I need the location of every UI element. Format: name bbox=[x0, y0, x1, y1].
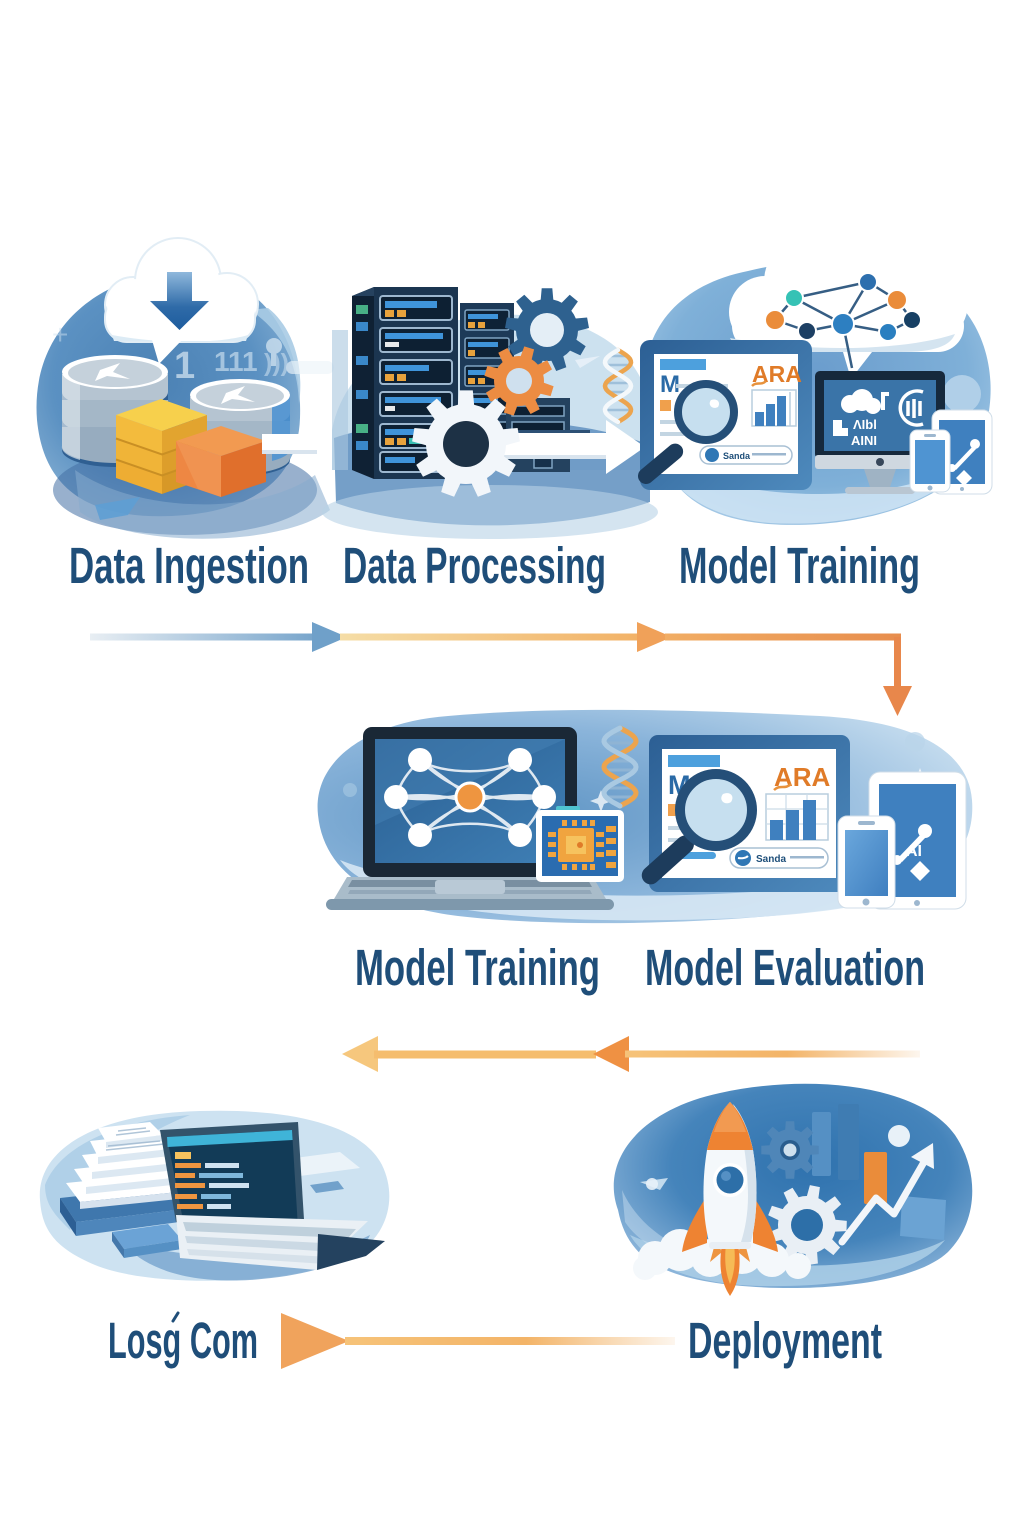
svg-text:Model Training: Model Training bbox=[355, 939, 600, 996]
svg-text:Data Ingestion: Data Ingestion bbox=[69, 537, 309, 594]
svg-text:1: 1 bbox=[174, 345, 195, 387]
svg-text:Sanda: Sanda bbox=[723, 451, 751, 461]
svg-text:Model Training: Model Training bbox=[679, 537, 920, 594]
svg-text:Sanda: Sanda bbox=[756, 854, 786, 865]
svg-text:M: M bbox=[660, 371, 680, 398]
svg-text:AI: AI bbox=[906, 843, 922, 860]
svg-text:AINI: AINI bbox=[851, 433, 877, 448]
svg-text:ΛIbl: ΛIbl bbox=[853, 417, 877, 432]
svg-text:111: 111 bbox=[214, 346, 258, 377]
svg-text:Deployment: Deployment bbox=[688, 1312, 882, 1369]
svg-text:+: + bbox=[52, 319, 68, 350]
svg-text:Data Processing: Data Processing bbox=[343, 537, 606, 594]
svg-text:))): ))) bbox=[264, 349, 289, 377]
svg-text:Model Evaluation: Model Evaluation bbox=[645, 939, 925, 996]
svg-text:Losg Com: Losg Com bbox=[108, 1312, 258, 1369]
